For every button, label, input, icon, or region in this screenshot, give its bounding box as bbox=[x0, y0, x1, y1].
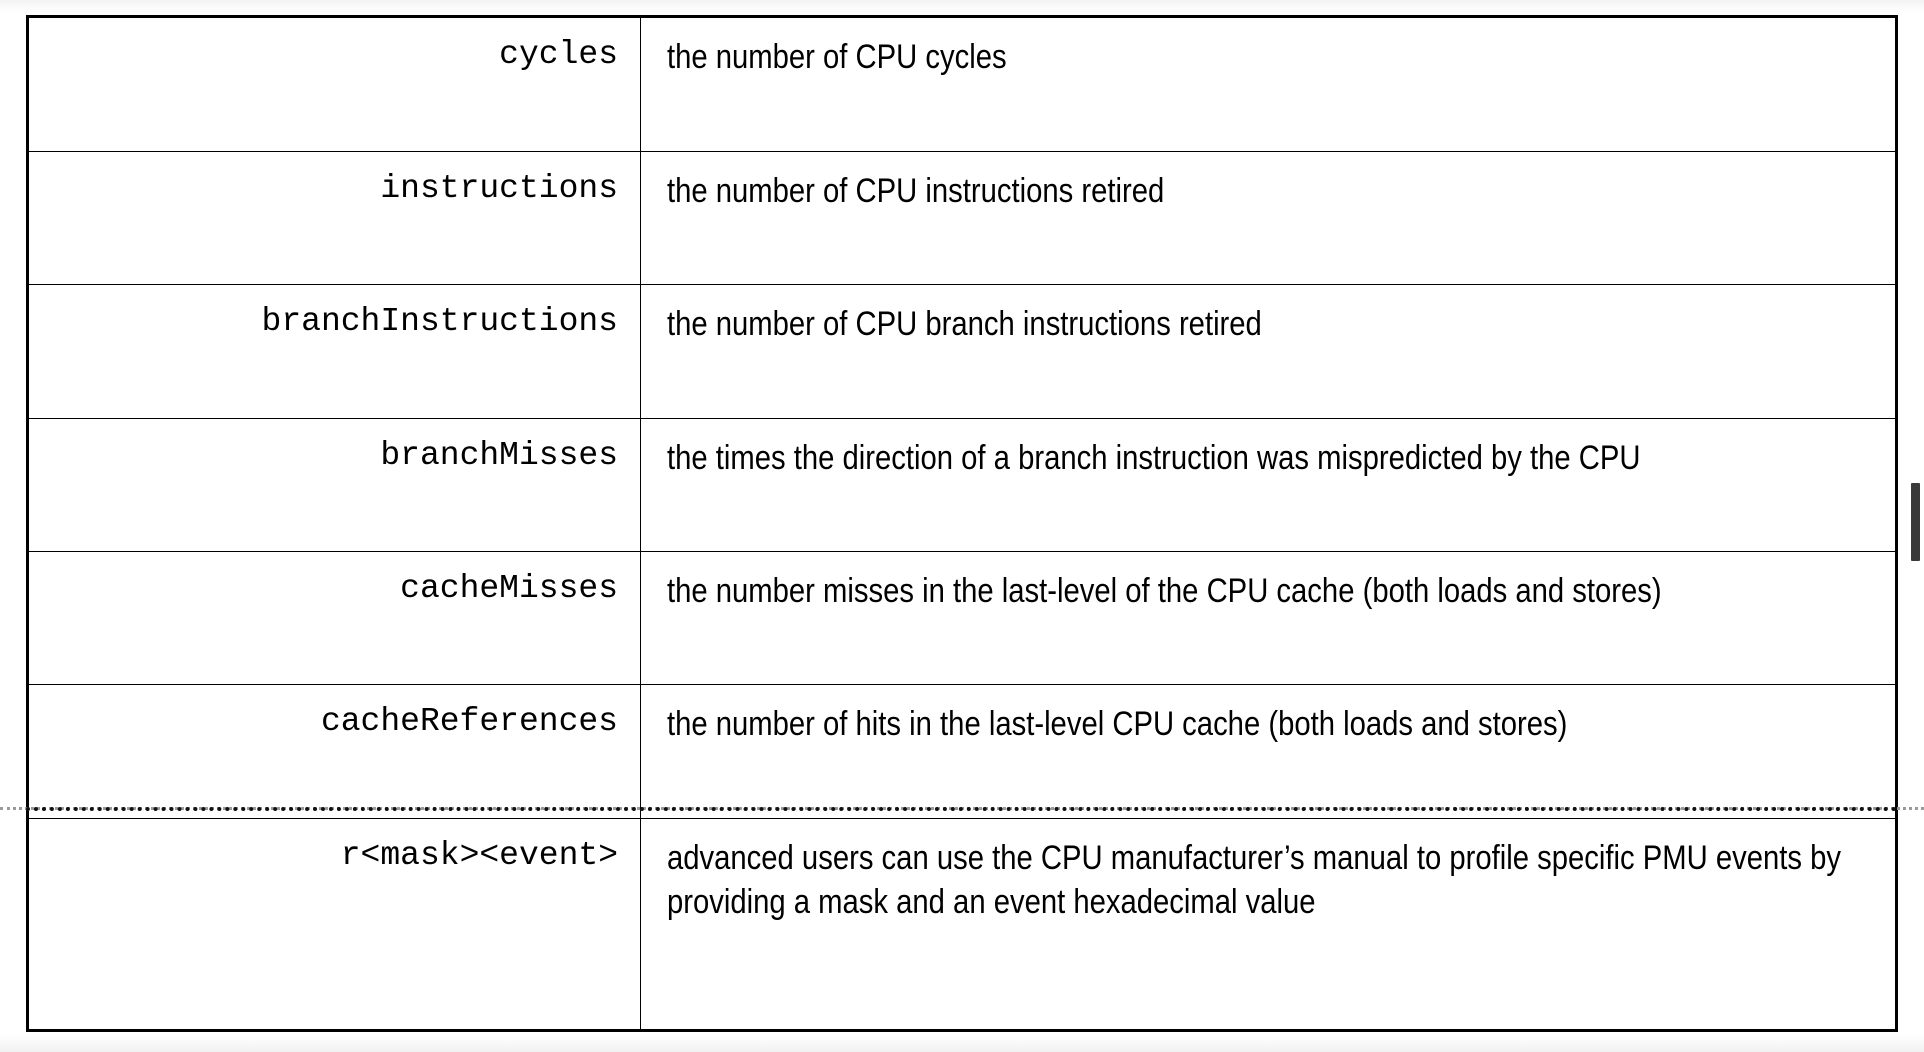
event-description-text: the number of CPU branch instructions re… bbox=[667, 305, 1262, 344]
event-description-text: the number of hits in the last-level CPU… bbox=[667, 705, 1568, 744]
table-row: branchMisses the times the direction of … bbox=[27, 417, 1897, 552]
event-description-text: the number of CPU cycles bbox=[667, 38, 1007, 76]
event-name-cell: r<mask><event> bbox=[27, 817, 641, 1032]
event-name-cell: cacheReferences bbox=[27, 684, 641, 819]
event-name-cell: cycles bbox=[27, 15, 641, 153]
event-description-text: the number of CPU instructions retired bbox=[667, 172, 1165, 211]
event-description-text: advanced users can use the CPU manufactu… bbox=[667, 838, 1841, 921]
viewport-bottom-shade bbox=[0, 1034, 1924, 1052]
event-description-cell: the times the direction of a branch inst… bbox=[640, 417, 1897, 552]
table-row: cacheReferences the number of hits in th… bbox=[27, 684, 1897, 819]
event-description-cell: the number of CPU instructions retired bbox=[640, 151, 1897, 286]
event-description-text: the times the direction of a branch inst… bbox=[667, 438, 1641, 477]
event-description-cell: the number of hits in the last-level CPU… bbox=[640, 684, 1897, 819]
table-row: branchInstructions the number of CPU bra… bbox=[27, 284, 1897, 419]
event-description-cell: advanced users can use the CPU manufactu… bbox=[640, 817, 1897, 1032]
table-row: r<mask><event> advanced users can use th… bbox=[27, 817, 1897, 1032]
table-row: cycles the number of CPU cycles bbox=[27, 15, 1897, 153]
scrollbar-thumb[interactable] bbox=[1911, 483, 1920, 561]
event-description-cell: the number of CPU branch instructions re… bbox=[640, 284, 1897, 419]
event-name-cell: branchMisses bbox=[27, 417, 641, 552]
event-description-cell: the number misses in the last-level of t… bbox=[640, 550, 1897, 686]
vertical-scrollbar[interactable] bbox=[1908, 0, 1924, 1052]
event-description-text: the number misses in the last-level of t… bbox=[667, 571, 1662, 610]
table-row: instructions the number of CPU instructi… bbox=[27, 151, 1897, 286]
event-name-cell: branchInstructions bbox=[27, 284, 641, 419]
viewport-top-shade bbox=[0, 0, 1924, 14]
pmu-events-table: cycles the number of CPU cycles instruct… bbox=[26, 15, 1898, 1032]
table-row: cacheMisses the number misses in the las… bbox=[27, 550, 1897, 686]
event-name-cell: instructions bbox=[27, 151, 641, 286]
event-name-cell: cacheMisses bbox=[27, 550, 641, 686]
table-body: cycles the number of CPU cycles instruct… bbox=[27, 15, 1897, 1032]
event-description-cell: the number of CPU cycles bbox=[640, 15, 1897, 153]
